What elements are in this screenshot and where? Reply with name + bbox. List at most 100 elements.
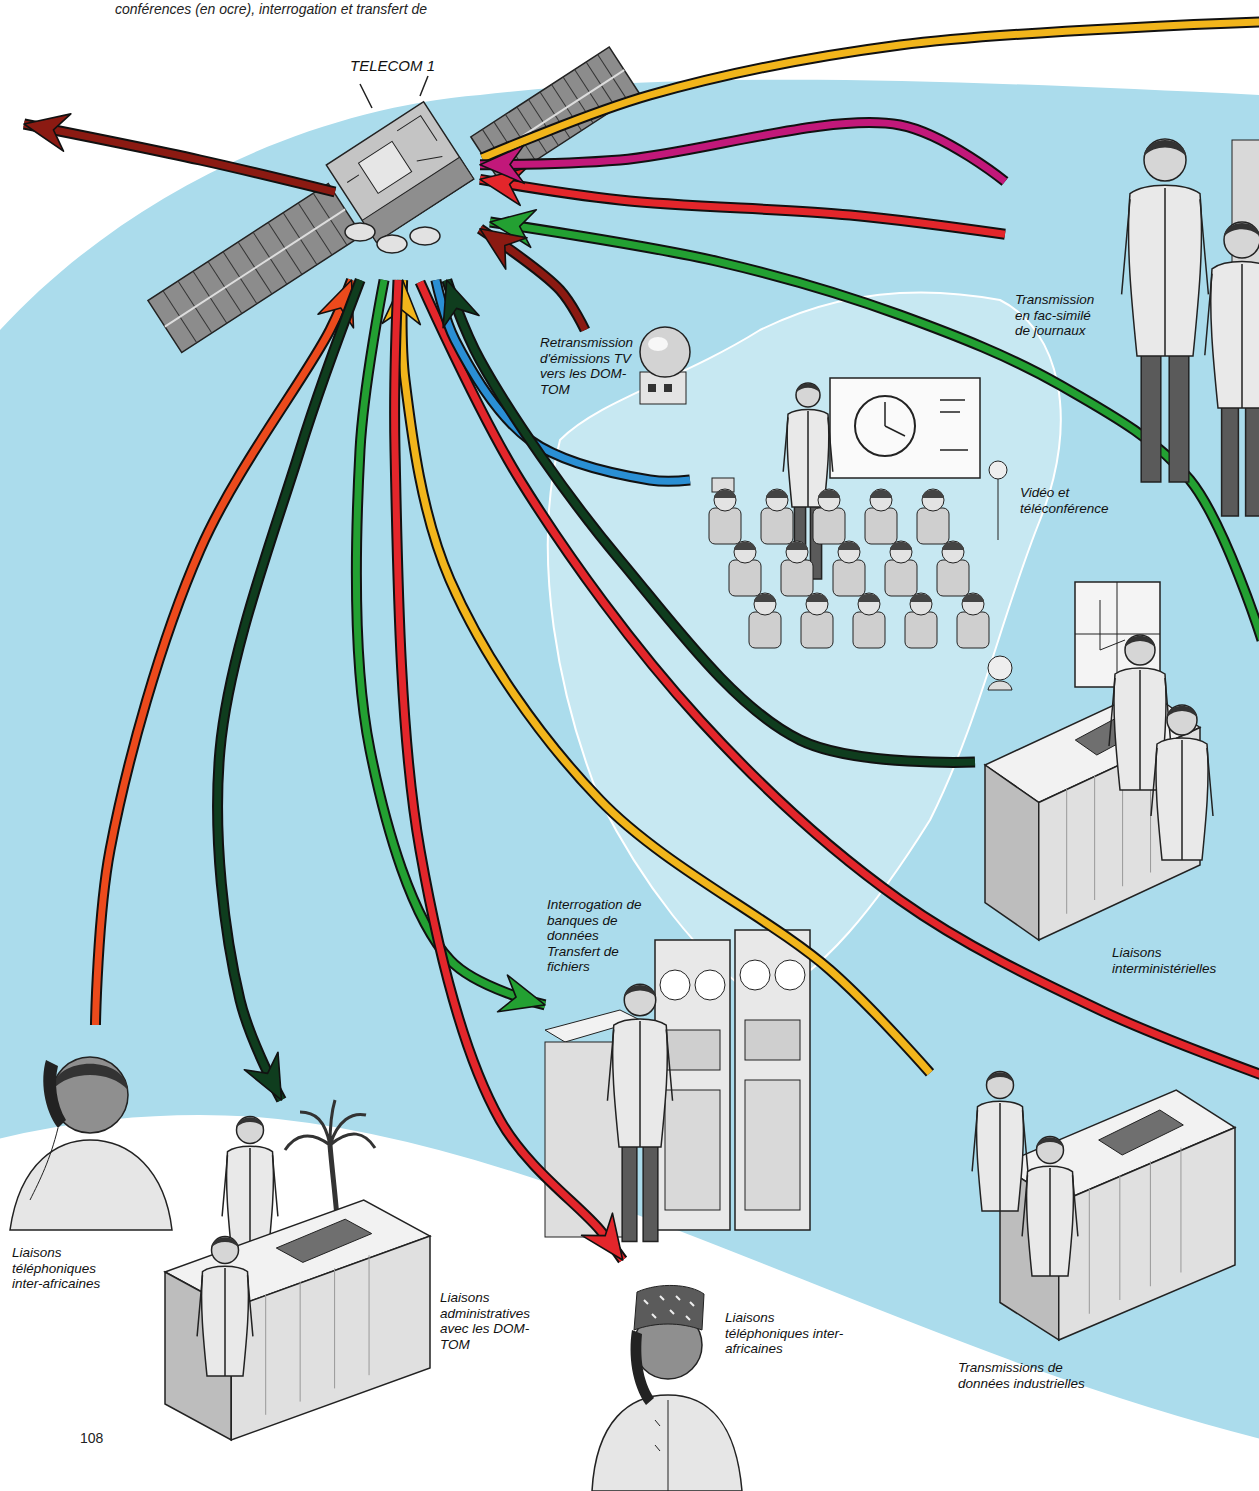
console-panel-line	[1150, 1161, 1151, 1286]
arrow-outline	[480, 179, 1005, 234]
chair	[781, 560, 813, 596]
caption-text: conférences (en ocre), interrogation et …	[115, 1, 427, 17]
person-head	[212, 1237, 239, 1264]
console-front	[1059, 1128, 1235, 1341]
attendee-head	[870, 489, 892, 511]
arrow-outline	[420, 282, 1259, 1075]
person-hair	[1125, 636, 1155, 647]
cabinet-door	[745, 1080, 800, 1210]
shoulders	[10, 1140, 172, 1230]
person-leg	[622, 1142, 637, 1242]
scene-label: Liaisons interministérielles	[1112, 945, 1252, 976]
transmission-arrow	[395, 280, 638, 1271]
person-leg	[643, 1142, 658, 1242]
phone-man-left	[10, 1057, 172, 1230]
person-head	[1224, 222, 1259, 258]
phone-cord	[30, 1128, 58, 1200]
chair	[865, 508, 897, 544]
chair	[709, 508, 741, 544]
arrowhead	[20, 105, 71, 151]
chart-lines	[885, 400, 968, 450]
person-figure	[783, 383, 833, 579]
arrow-outline	[356, 280, 545, 1005]
person-lines	[607, 1021, 672, 1147]
arrow	[20, 105, 335, 192]
attendee-hair	[818, 490, 840, 498]
scene-label: Interrogation de banques de données Tran…	[547, 897, 647, 975]
service-scene: Liaisons administratives avec les DOM-TO…	[165, 1100, 543, 1450]
chair	[905, 612, 937, 648]
attendee-hair	[714, 490, 736, 498]
person-hair	[1144, 140, 1186, 156]
antenna-dish	[377, 235, 407, 253]
console-panel-line	[1094, 775, 1095, 900]
tunic-buttons	[655, 1400, 668, 1491]
scene-label: Liaisons administratives avec les DOM-TO…	[440, 1290, 540, 1352]
arrow	[482, 22, 1259, 158]
page-number: 108	[80, 1430, 103, 1446]
person-head	[1037, 1137, 1064, 1164]
person-hair	[1037, 1137, 1064, 1147]
europe-land	[548, 292, 1061, 1000]
console-side	[985, 765, 1039, 940]
attendee-hair	[890, 542, 912, 550]
chair	[801, 612, 833, 648]
console-panel-line	[300, 1282, 301, 1402]
attendee-hair	[754, 594, 776, 602]
person-head	[1125, 635, 1155, 665]
panel-grid	[165, 209, 345, 326]
console-screen	[1099, 1110, 1184, 1155]
body-detail	[359, 141, 412, 193]
console-panel-line	[1089, 1189, 1090, 1314]
transmission-arrow	[480, 123, 1005, 184]
arrow-band	[395, 280, 623, 1260]
person-figure	[1151, 705, 1213, 860]
attendee-hair	[838, 542, 860, 550]
chair	[761, 508, 793, 544]
telephone	[43, 1060, 66, 1128]
scene-label: Transmissions de données industrielles	[958, 1360, 1108, 1391]
hat	[634, 1285, 704, 1330]
scene-label: TELECOM 1	[350, 57, 435, 74]
cabinet-panel	[745, 1020, 800, 1060]
person-head	[796, 383, 820, 407]
tape-reel	[775, 960, 805, 990]
console-front	[231, 1236, 430, 1440]
lamp	[989, 461, 1007, 479]
attendee-head	[754, 593, 776, 615]
arrow-band	[356, 280, 545, 1005]
scene-label: Transmission en fac-similé de journaux	[1015, 292, 1105, 339]
console-panel-line	[369, 1255, 370, 1375]
person-body	[1211, 262, 1259, 408]
body-detail	[338, 116, 445, 208]
transmission-arrow	[95, 273, 369, 1025]
arrow	[420, 282, 1259, 1075]
arrowhead	[498, 975, 550, 1023]
person-hair	[1167, 706, 1197, 717]
person-head	[1167, 705, 1197, 735]
service-scene: Interrogation de banques de données Tran…	[545, 895, 810, 1240]
person-lines	[972, 1103, 1028, 1211]
arrow-outline	[482, 22, 1259, 158]
attendee-head	[942, 541, 964, 563]
cabinet-panel	[665, 1030, 720, 1070]
bust	[988, 656, 1012, 680]
arrowhead	[480, 145, 524, 183]
attendee-head	[734, 541, 756, 563]
phone-man-bottom	[592, 1285, 742, 1491]
attendee-head	[890, 541, 912, 563]
arrow-outline	[24, 124, 335, 192]
transmission-arrow	[218, 280, 361, 1109]
station-window	[664, 384, 672, 392]
console-panel-line	[265, 1295, 266, 1415]
person-lines	[1205, 264, 1259, 408]
person-figure	[1022, 1137, 1078, 1277]
scene-label: Liaisons téléphoniques inter-africaines	[725, 1310, 850, 1357]
transmission-arrow	[469, 213, 585, 330]
service-scene: Liaisons interministérielles	[975, 580, 1259, 980]
off-page-arrows	[20, 22, 1259, 1075]
